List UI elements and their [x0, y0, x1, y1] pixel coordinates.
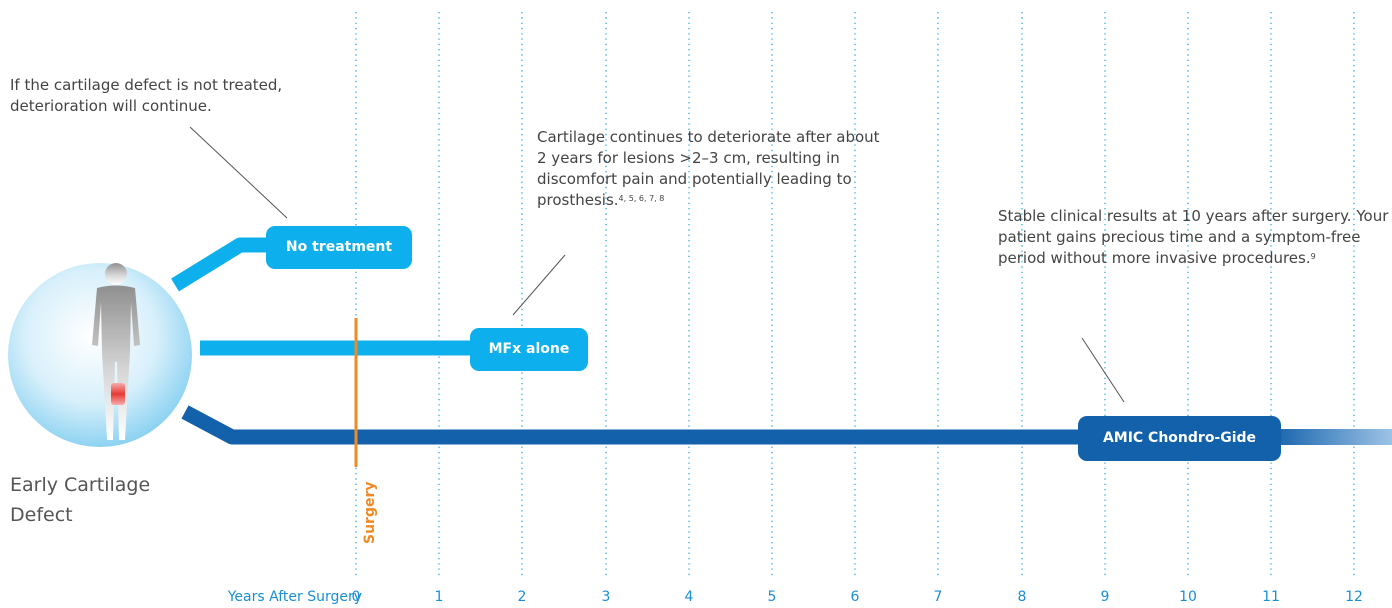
knee-lesion-icon	[111, 383, 125, 405]
no-treatment-label: No treatment	[266, 226, 412, 269]
year-tick-10: 10	[1179, 589, 1197, 605]
year-grid	[355, 12, 1355, 578]
year-tick-8: 8	[1017, 589, 1027, 605]
year-tick-2: 2	[517, 589, 527, 605]
year-tick-7: 7	[933, 589, 943, 605]
early-cartilage-defect-title: Early Cartilage Defect	[10, 474, 151, 526]
amic-branch	[181, 405, 1090, 445]
amic-references: 9	[1310, 252, 1316, 261]
years-axis-title: Years After Surgery	[227, 589, 362, 605]
amic-annotation: Stable clinical results at 10 years afte…	[998, 206, 1392, 269]
year-tick-1: 1	[434, 589, 444, 605]
year-tick-6: 6	[850, 589, 860, 605]
patient-illustration	[8, 263, 192, 447]
person-icon	[92, 263, 140, 440]
mfx-alone-label: MFx alone	[470, 328, 588, 371]
year-tick-12: 12	[1345, 589, 1363, 605]
defect-circle	[8, 263, 192, 447]
year-tick-3: 3	[601, 589, 611, 605]
mfx-annotation: Cartilage continues to deteriorate after…	[537, 127, 882, 211]
mfx-annotation-text: Cartilage continues to deteriorate after…	[537, 128, 880, 209]
no-treatment-annotation-text: If the cartilage defect is not treated, …	[10, 76, 283, 115]
no-treatment-branch	[171, 237, 280, 292]
year-tick-9: 9	[1100, 589, 1110, 605]
year-tick-0: 0	[351, 589, 361, 605]
amic-continuation	[1270, 429, 1392, 445]
year-tick-11: 11	[1262, 589, 1280, 605]
mfx-leader-line	[512, 254, 566, 316]
year-tick-4: 4	[684, 589, 694, 605]
amic-annotation-text: Stable clinical results at 10 years afte…	[998, 207, 1389, 267]
no-treatment-leader-line	[189, 126, 288, 219]
no-treatment-annotation: If the cartilage defect is not treated, …	[10, 75, 320, 117]
amic-chondro-gide-label: AMIC Chondro-Gide	[1078, 416, 1281, 461]
amic-leader-line	[1081, 337, 1125, 403]
mfx-references: 4, 5, 6, 7, 8	[618, 194, 665, 203]
surgery-label: Surgery	[362, 481, 378, 544]
year-tick-5: 5	[767, 589, 777, 605]
